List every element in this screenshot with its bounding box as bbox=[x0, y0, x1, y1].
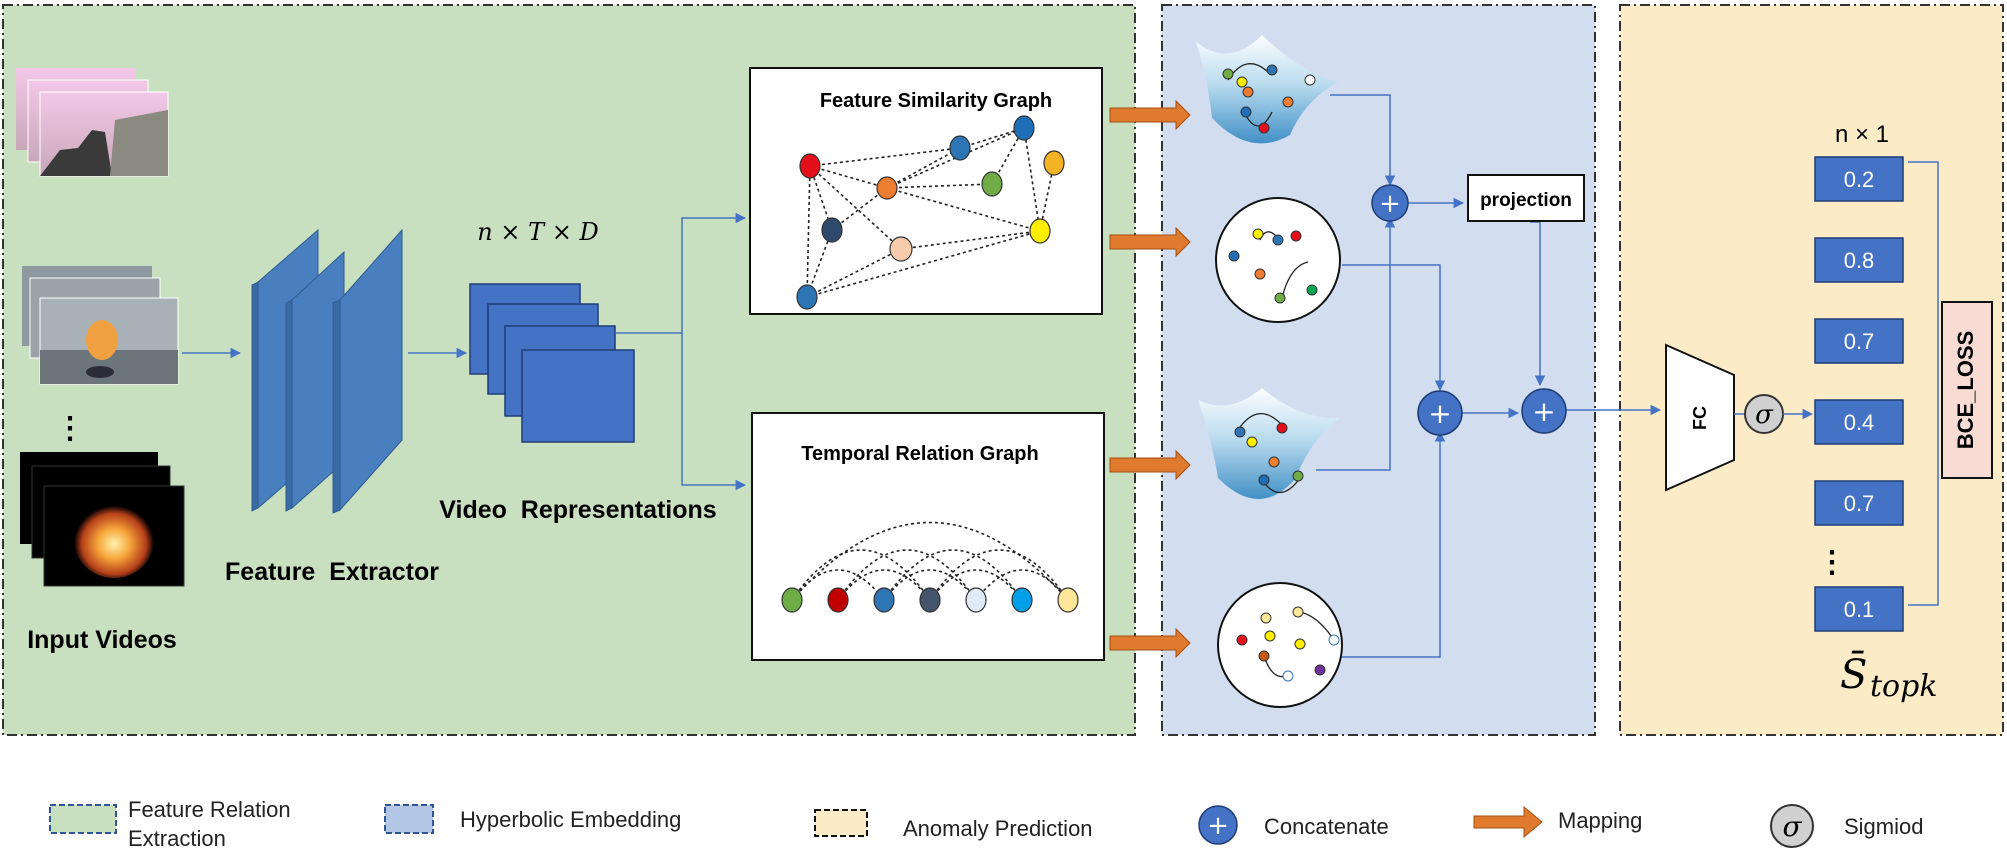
legend-yellow-box bbox=[814, 809, 868, 837]
concatenate-node-3: + bbox=[1521, 388, 1567, 434]
score-box bbox=[1814, 237, 1904, 283]
temporal-relation-graph-title: Temporal Relation Graph bbox=[801, 443, 1038, 465]
representation-shape: n × T × D bbox=[477, 218, 598, 246]
bce-loss-label: BCE_LOSS bbox=[1953, 331, 1978, 450]
score-value: 0.2 bbox=[1844, 167, 1875, 192]
score-symbol: S̄ topk bbox=[1840, 651, 1938, 704]
score-value: 0.4 bbox=[1844, 410, 1875, 435]
hyperbolic-connectors bbox=[1316, 94, 1662, 658]
feature-extractor-caption: Feature Extractor bbox=[225, 558, 439, 586]
feature-similarity-graph-title: Feature Similarity Graph bbox=[820, 90, 1052, 112]
legend-label-2: Hyperbolic Embedding bbox=[460, 807, 681, 832]
fc-layer bbox=[1665, 343, 1735, 492]
projection-label: projection bbox=[1480, 190, 1572, 211]
score-box bbox=[1814, 480, 1904, 526]
score-box bbox=[1814, 318, 1904, 364]
svg-text:+: + bbox=[1379, 189, 1401, 219]
svg-text:σ: σ bbox=[1755, 400, 1774, 430]
concatenate-node-1: + bbox=[1371, 184, 1409, 222]
temporal-relation-graph-box bbox=[751, 412, 1105, 661]
svg-text:S̄: S̄ bbox=[1840, 651, 1867, 698]
sigmoid-node: σ bbox=[1744, 394, 1784, 434]
score-box bbox=[1814, 156, 1904, 202]
legend-green-box bbox=[49, 804, 117, 834]
video-representations-stack bbox=[469, 283, 635, 443]
input-videos-caption: Input Videos bbox=[27, 626, 177, 654]
hyperbolic-surface-top bbox=[1196, 35, 1338, 144]
score-value: 0.7 bbox=[1844, 329, 1875, 354]
legend: Feature Relation Extraction Hyperbolic E… bbox=[49, 797, 1923, 851]
legend-blue-box bbox=[384, 804, 434, 834]
score-value: 0.7 bbox=[1844, 491, 1875, 516]
plus-circle-icon: + bbox=[1198, 805, 1238, 845]
score-value: 0.1 bbox=[1844, 597, 1875, 622]
legend-label-1b: Extraction bbox=[128, 826, 226, 851]
concatenate-node-2: + bbox=[1417, 390, 1463, 436]
legend-label-4: Concatenate bbox=[1264, 814, 1389, 839]
legend-label-6: Sigmiod bbox=[1844, 814, 1923, 839]
legend-label-1a: Feature Relation bbox=[128, 797, 291, 822]
score-boxes: 0.2 0.8 0.7 0.4 0.7 0.1 bbox=[1814, 156, 1904, 632]
similarity-graph-nodes bbox=[796, 115, 1065, 310]
mapping-arrows bbox=[1109, 99, 1191, 659]
bce-loss-box bbox=[1941, 301, 1993, 479]
legend-label-5: Mapping bbox=[1558, 808, 1642, 833]
score-value: 0.8 bbox=[1844, 248, 1875, 273]
svg-text:+: + bbox=[1428, 397, 1451, 430]
svg-text:+: + bbox=[1532, 395, 1555, 428]
svg-text:topk: topk bbox=[1870, 669, 1938, 704]
split-arrows bbox=[615, 212, 747, 491]
hyperbolic-surface-bottom bbox=[1198, 388, 1340, 499]
score-box bbox=[1814, 399, 1904, 445]
temporal-graph-edges bbox=[791, 521, 1069, 601]
input-ellipsis: ⋮ bbox=[55, 412, 85, 445]
input-video-thumbnails bbox=[16, 68, 185, 587]
orange-arrow-icon bbox=[1473, 805, 1543, 839]
scores-bracket bbox=[1908, 161, 1939, 606]
projection-box bbox=[1467, 174, 1585, 222]
fc-label: FC bbox=[1690, 406, 1710, 430]
svg-text:+: + bbox=[1207, 811, 1229, 841]
temporal-graph-nodes bbox=[781, 587, 1079, 613]
poincare-disk-top bbox=[1215, 197, 1341, 323]
poincare-disk-bottom bbox=[1217, 582, 1343, 708]
legend-label-3: Anomaly Prediction bbox=[903, 816, 1093, 841]
feature-extractor-block bbox=[251, 228, 403, 514]
scores-ellipsis: ⋮ bbox=[1817, 546, 1847, 579]
video-representations-caption: Video Representations bbox=[439, 496, 716, 524]
scores-header: n × 1 bbox=[1835, 121, 1889, 148]
sigma-circle-icon: σ bbox=[1770, 804, 1814, 848]
score-box bbox=[1814, 586, 1904, 632]
svg-text:σ: σ bbox=[1782, 810, 1802, 843]
